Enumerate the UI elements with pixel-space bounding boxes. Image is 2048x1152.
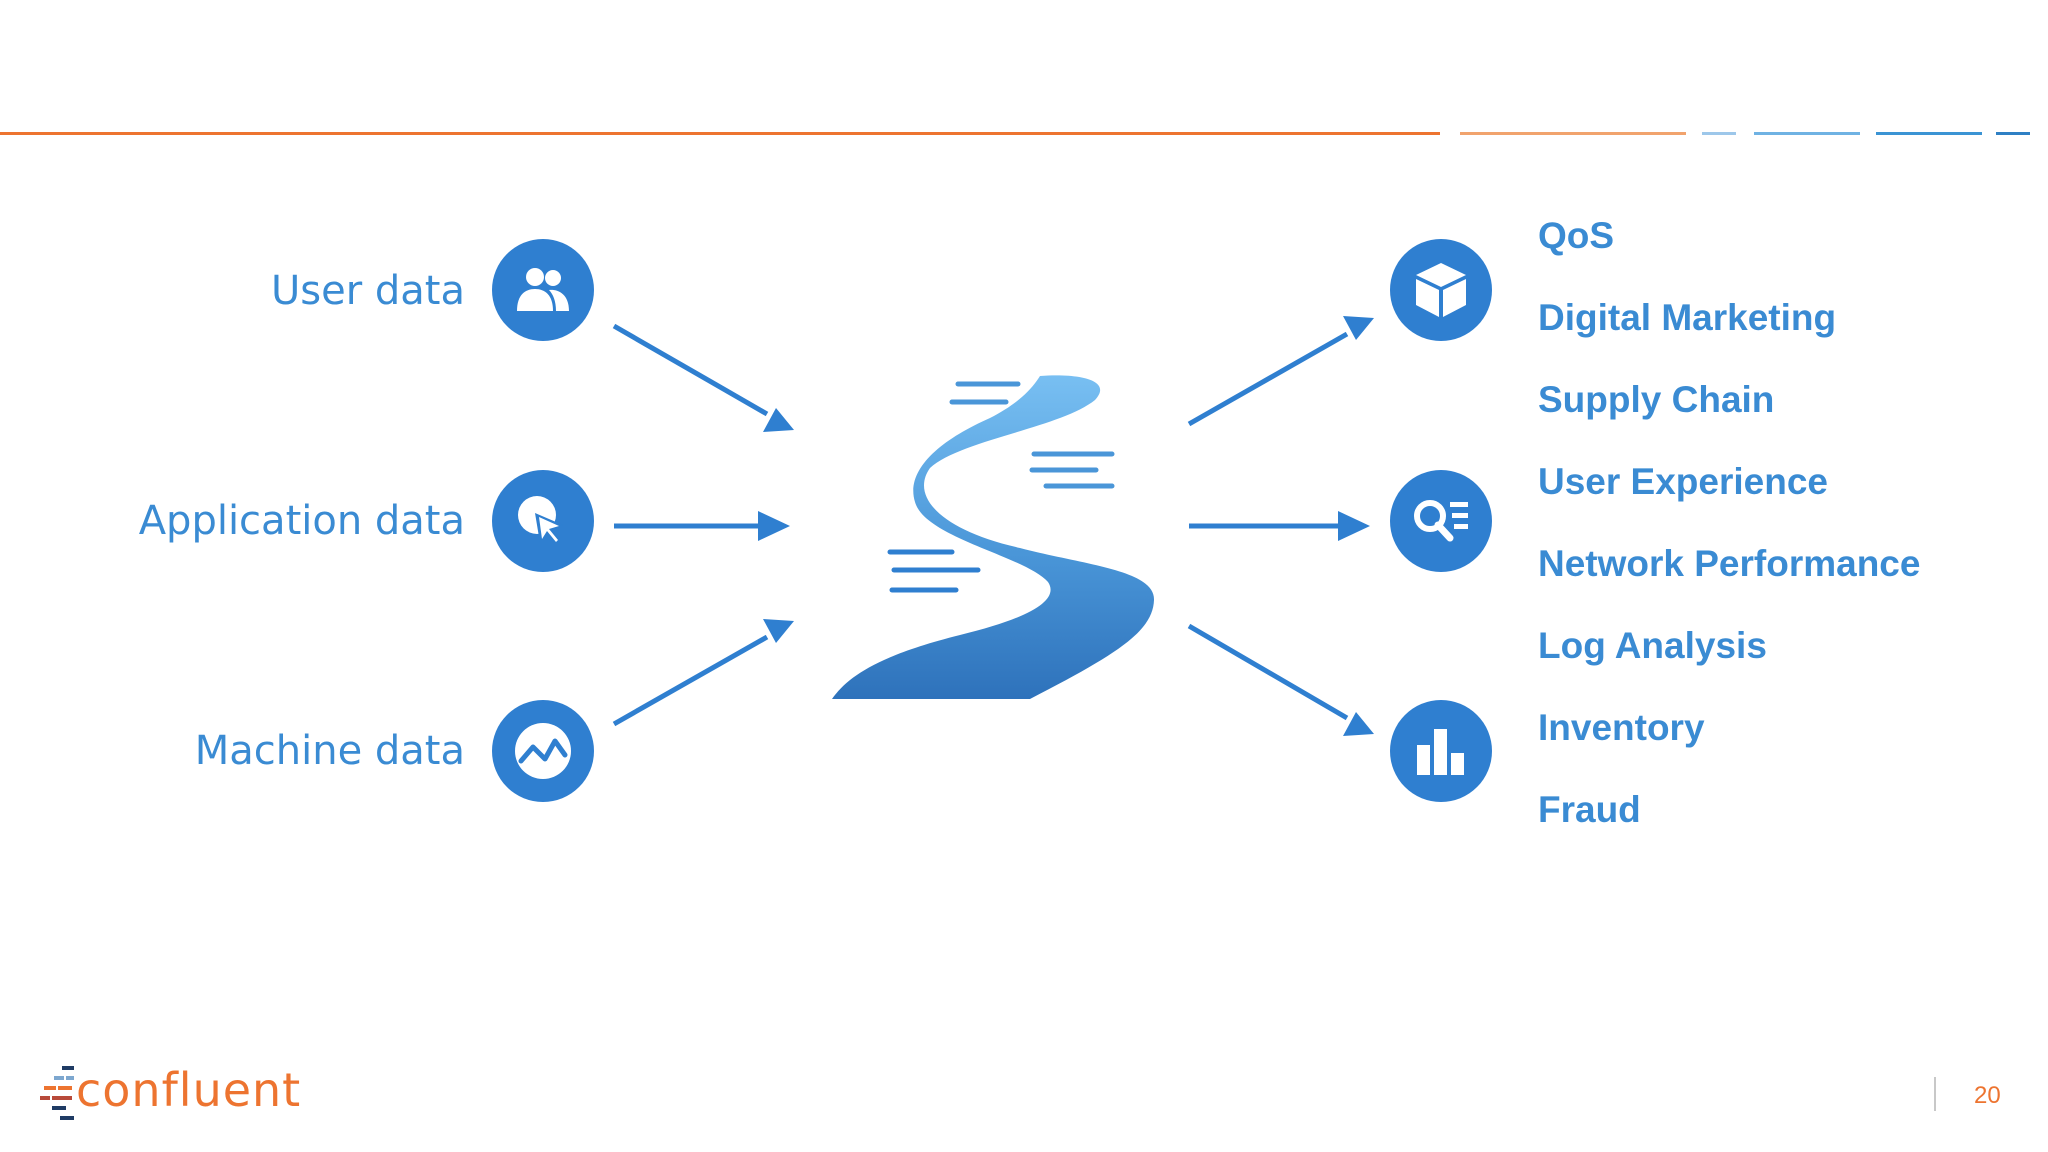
arrow-stream-to-cube <box>1187 316 1374 427</box>
header-divider-segment <box>1996 132 2030 135</box>
header-divider-segment <box>1460 132 1686 135</box>
source-label-machine-data: Machine data <box>194 728 465 774</box>
stream-river-icon <box>832 375 1155 699</box>
use-case-user-experience: User Experience <box>1538 461 1829 502</box>
cube-icon <box>1390 239 1492 341</box>
header-divider-orange <box>0 132 1440 135</box>
use-case-log-analysis: Log Analysis <box>1538 625 1767 666</box>
use-case-digital-marketing: Digital Marketing <box>1538 297 1837 338</box>
use-case-supply-chain: Supply Chain <box>1538 379 1775 420</box>
search-list-icon <box>1390 470 1492 572</box>
users-icon <box>492 239 594 341</box>
header-divider-segment <box>1876 132 1982 135</box>
arrow-stream-to-search <box>1189 511 1370 541</box>
arrow-stream-to-chart <box>1187 623 1374 736</box>
confluent-logo-mark <box>40 1066 74 1120</box>
confluent-logo-text: confluent <box>76 1063 302 1117</box>
bar-chart-icon <box>1390 700 1492 802</box>
page-number-divider <box>1934 1077 1936 1111</box>
page-number: 20 <box>1974 1082 2001 1109</box>
header-divider-segment <box>1702 132 1736 135</box>
source-label-user-data: User data <box>271 268 465 314</box>
use-case-qos: QoS <box>1538 215 1615 256</box>
use-case-fraud: Fraud <box>1538 789 1641 830</box>
arrow-user-to-stream <box>612 323 794 432</box>
source-label-application-data: Application data <box>138 498 465 544</box>
use-case-inventory: Inventory <box>1538 707 1705 748</box>
pointer-click-icon <box>492 470 594 572</box>
arrow-machine-to-stream <box>612 619 794 727</box>
activity-graph-icon <box>492 700 594 802</box>
use-case-network-performance: Network Performance <box>1538 543 1921 584</box>
arrow-application-to-stream <box>614 511 790 541</box>
header-divider-segment <box>1754 132 1860 135</box>
